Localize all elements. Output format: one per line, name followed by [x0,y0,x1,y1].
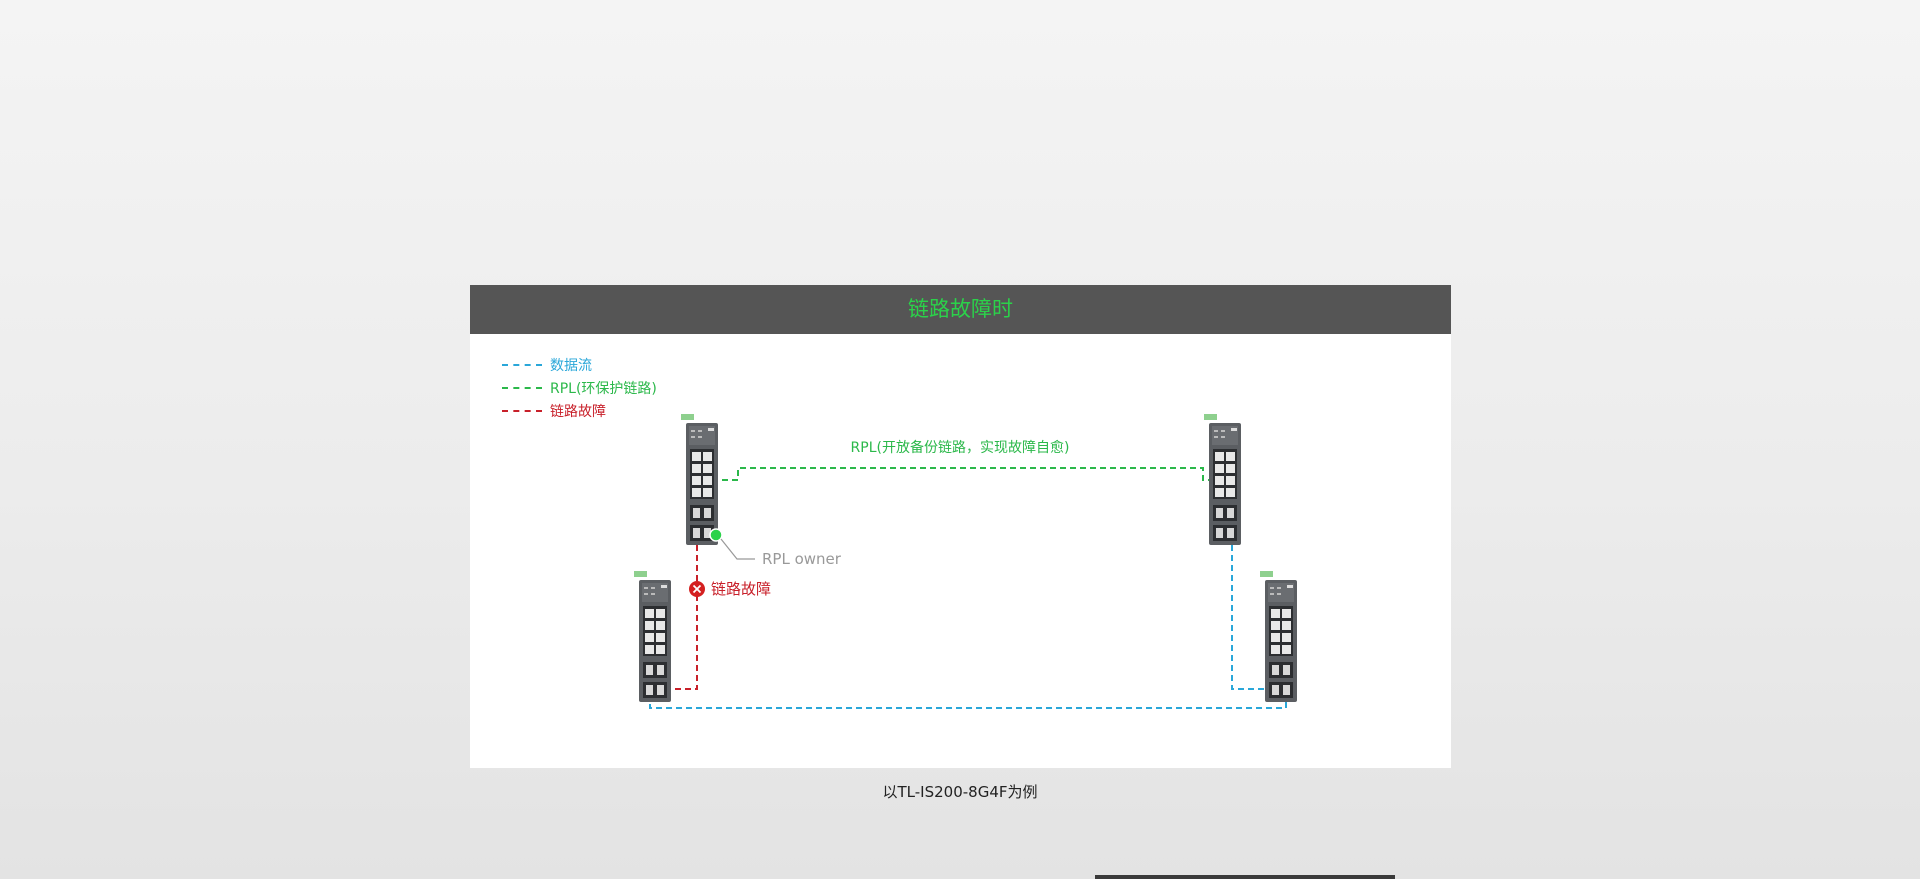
data-link-bottom-line [649,694,1287,709]
legend-label-fault: 链路故障 [550,403,606,420]
rpl-link-line [722,467,1215,481]
link-fault-icon [689,581,705,597]
fault-label: 链路故障 [711,580,771,598]
panel-title: 链路故障时 [470,285,1451,334]
rpl-link-label: RPL(开放备份链路，实现故障自愈) [851,439,1070,456]
legend: 数据流 RPL(环保护链路) 链路故障 [502,353,657,422]
ring-diagram-panel: 链路故障时 数据流 RPL(环保护链路) 链路故障 [470,285,1451,768]
rpl-owner-label: RPL owner [762,550,842,568]
rpl-owner-leader-line [720,538,755,560]
legend-dash-green [502,386,542,389]
switch-top-right-icon [1204,414,1241,545]
switch-bottom-left-icon [634,571,671,702]
faulty-link-line [658,485,698,690]
rpl-owner-port-marker [709,528,723,542]
model-caption: 以TL-IS200-8G4F为例 [882,783,1038,801]
legend-dash-blue [502,363,542,366]
switch-top-left-icon [681,414,718,545]
data-link-right-line [1231,485,1264,690]
legend-label-rpl: RPL(环保护链路) [550,380,657,397]
legend-dash-red [502,409,542,412]
legend-item-fault: 链路故障 [502,399,657,422]
ring-topology-diagram: RPL(开放备份链路，实现故障自愈) RPL owner 链路故障 [634,414,1297,709]
legend-item-data-flow: 数据流 [502,353,657,376]
switch-bottom-right-icon [1260,571,1297,702]
legend-item-rpl: RPL(环保护链路) [502,376,657,399]
bottom-edge-strip [1095,875,1395,879]
legend-label-data-flow: 数据流 [550,357,592,374]
